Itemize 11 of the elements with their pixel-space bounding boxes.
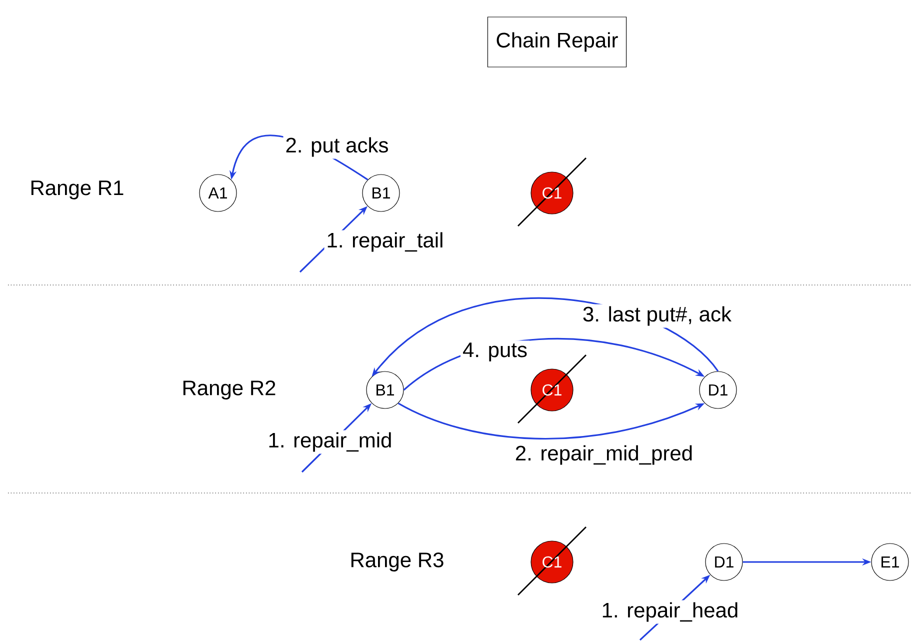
edge-label: 3. last put#, ack (580, 304, 734, 328)
range-label: Range R3 (351, 552, 444, 572)
edge-label: 1. repair_mid (266, 430, 394, 454)
edge-label: 1. repair_head (599, 600, 741, 624)
range-label: Range R1 (31, 180, 124, 200)
title-box: Chain Repair (487, 16, 627, 68)
edge-label: 1. repair_tail (324, 230, 446, 254)
edge-label: 2. repair_mid_pred (512, 443, 696, 467)
range-label: Range R2 (183, 380, 276, 400)
edge-label: 4. puts (460, 340, 530, 364)
edge-label: 2. put acks (283, 135, 391, 159)
